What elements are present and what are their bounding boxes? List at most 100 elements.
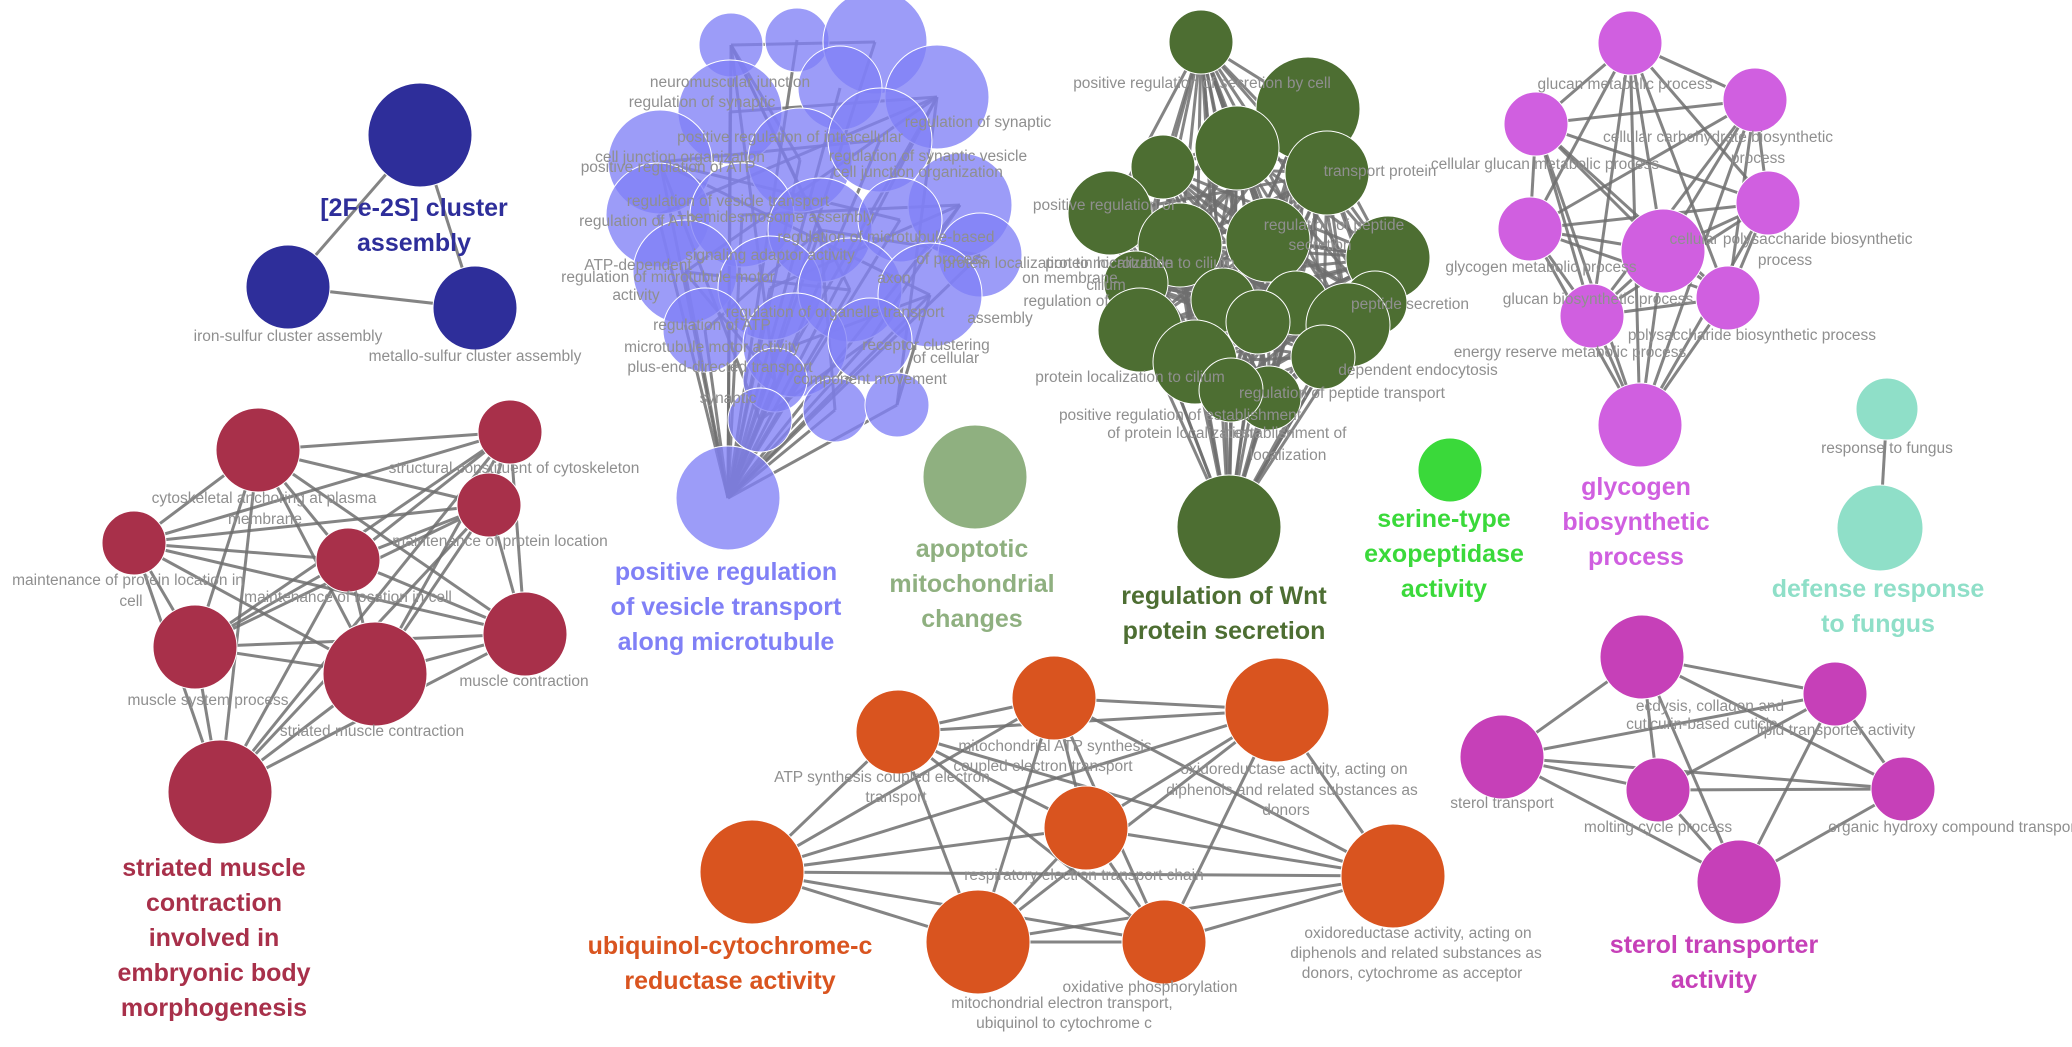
fe2s-node-label: iron-sulfur cluster assembly <box>194 328 383 345</box>
glycogen-node[interactable] <box>1503 91 1569 157</box>
muscle-edge <box>133 503 490 545</box>
ubiquinol-node[interactable] <box>699 819 805 925</box>
vesicle-node-label: regulation of ATP <box>653 317 771 334</box>
sterol-node[interactable] <box>1696 839 1782 925</box>
wnt-node-label: of protein localization <box>1107 425 1253 442</box>
muscle-node[interactable] <box>152 604 238 690</box>
wnt-node[interactable] <box>1225 197 1311 283</box>
wnt-node[interactable] <box>1284 130 1370 216</box>
serine-node[interactable] <box>1417 437 1483 503</box>
wnt-node-label: positive regulation of secretion by cell <box>1073 75 1331 92</box>
wnt-node-label: secretion <box>1289 237 1352 254</box>
ubiquinol-node[interactable] <box>1224 657 1330 763</box>
vesicle-node-label: hemidesmosome assembly <box>686 209 874 226</box>
ubiquinol-node-label: ATP synthesis coupled electron <box>774 769 990 786</box>
fungus-node[interactable] <box>1855 377 1919 441</box>
wnt-node-label: peptide secretion <box>1351 296 1469 313</box>
muscle-node-label: structural constituent of cytoskeleton <box>389 460 640 477</box>
glycogen-node[interactable] <box>1597 10 1663 76</box>
vesicle-node[interactable] <box>827 297 913 383</box>
wnt-node[interactable] <box>1225 289 1291 355</box>
muscle-node[interactable] <box>101 510 167 576</box>
glycogen-node-label: process <box>1758 252 1813 269</box>
fe2s-node[interactable] <box>367 82 473 188</box>
glycogen-node[interactable] <box>1695 265 1761 331</box>
wnt-node-label: positive regulation of <box>1033 197 1176 214</box>
fungus-node[interactable] <box>1836 484 1924 572</box>
wnt-node[interactable] <box>1194 105 1280 191</box>
glycogen-node-label: process <box>1731 150 1786 167</box>
ubiquinol-node[interactable] <box>1043 785 1129 871</box>
ubiquinol-edge <box>751 826 1087 874</box>
sterol-node[interactable] <box>1459 714 1545 800</box>
muscle-node[interactable] <box>456 472 522 538</box>
ubiquinol-node[interactable] <box>1011 655 1097 741</box>
wnt-node[interactable] <box>1067 170 1153 256</box>
sterol-node[interactable] <box>1870 756 1936 822</box>
wnt-node-label: positive regulation of establishment <box>1059 407 1302 424</box>
glycogen-edge <box>1534 123 1594 317</box>
ubiquinol-node-label: donors, cytochrome as acceptor <box>1302 965 1523 982</box>
wnt-node[interactable] <box>1290 324 1356 390</box>
ubiquinol-edge <box>1053 696 1394 878</box>
muscle-node[interactable] <box>477 399 543 465</box>
fe2s-node[interactable] <box>245 244 331 330</box>
ubiquinol-node-label: respiratory electron transport chain <box>964 867 1204 884</box>
fe2s-node[interactable] <box>432 265 518 351</box>
vesicle-node-label: protein localization to microtubule <box>943 255 1173 272</box>
wnt-node[interactable] <box>1198 357 1264 423</box>
vesicle-node-label: regulation of synaptic vesicle <box>829 148 1027 165</box>
glycogen-node-label: cellular polysaccharide biosynthetic <box>1670 231 1913 248</box>
muscle-node[interactable] <box>482 591 568 677</box>
vesicle-node[interactable] <box>864 372 930 438</box>
glycogen-node-label: glucan metabolic process <box>1538 76 1713 93</box>
muscle-node-label: muscle contraction <box>459 673 588 690</box>
sterol-edge <box>1641 655 1904 791</box>
vesicle-node-label: regulation of vesicle transport <box>627 193 830 210</box>
vesicle-node-label: activity <box>612 287 660 304</box>
muscle-node[interactable] <box>215 407 301 493</box>
muscle-node-label: cytoskeletal anchoring at plasma <box>152 490 377 507</box>
apoptotic-node[interactable] <box>922 424 1028 530</box>
glycogen-node[interactable] <box>1722 67 1788 133</box>
vesicle-node[interactable] <box>727 387 793 453</box>
muscle-node[interactable] <box>322 621 428 727</box>
ubiquinol-node[interactable] <box>1340 823 1446 929</box>
ubiquinol-edge <box>897 730 1394 878</box>
sterol-node[interactable] <box>1625 757 1691 823</box>
muscle-node-label: maintenance of location in cell <box>244 589 452 606</box>
muscle-node-label: maintenance of protein location <box>392 533 607 550</box>
wnt-node[interactable] <box>1168 9 1234 75</box>
glycogen-edge <box>1534 123 1642 426</box>
vesicle-node-label: neuromuscular junction <box>650 74 810 91</box>
ubiquinol-node[interactable] <box>925 889 1031 995</box>
vesicle-node[interactable] <box>675 445 781 551</box>
sterol-node-label: sterol transport <box>1450 795 1554 812</box>
sterol-edge <box>1657 787 1904 792</box>
muscle-edge <box>347 430 511 562</box>
vesicle-node-label: assembly <box>967 310 1033 327</box>
ubiquinol-node-label: mitochondrial ATP synthesis <box>958 738 1152 755</box>
glycogen-node[interactable] <box>1497 196 1563 262</box>
glycogen-node[interactable] <box>1620 208 1706 294</box>
wnt-node[interactable] <box>1176 474 1282 580</box>
wnt-node[interactable] <box>1130 134 1196 200</box>
glycogen-edge <box>1590 99 1757 317</box>
sterol-node[interactable] <box>1599 614 1685 700</box>
muscle-node[interactable] <box>315 527 381 593</box>
glycogen-node[interactable] <box>1597 382 1683 468</box>
glycogen-node[interactable] <box>1735 170 1801 236</box>
ubiquinol-node[interactable] <box>1121 899 1207 985</box>
vesicle-node-label: positive regulation of intracellular <box>677 129 903 146</box>
vesicle-node-label: component movement <box>793 371 947 388</box>
muscle-node[interactable] <box>167 739 273 845</box>
sterol-node[interactable] <box>1802 661 1868 727</box>
ubiquinol-node[interactable] <box>855 689 941 775</box>
glycogen-node[interactable] <box>1559 283 1625 349</box>
wnt-node-label: dependent endocytosis <box>1338 362 1498 379</box>
wnt-node-label: transport protein <box>1324 163 1437 180</box>
sterol-edge <box>1501 692 1836 759</box>
